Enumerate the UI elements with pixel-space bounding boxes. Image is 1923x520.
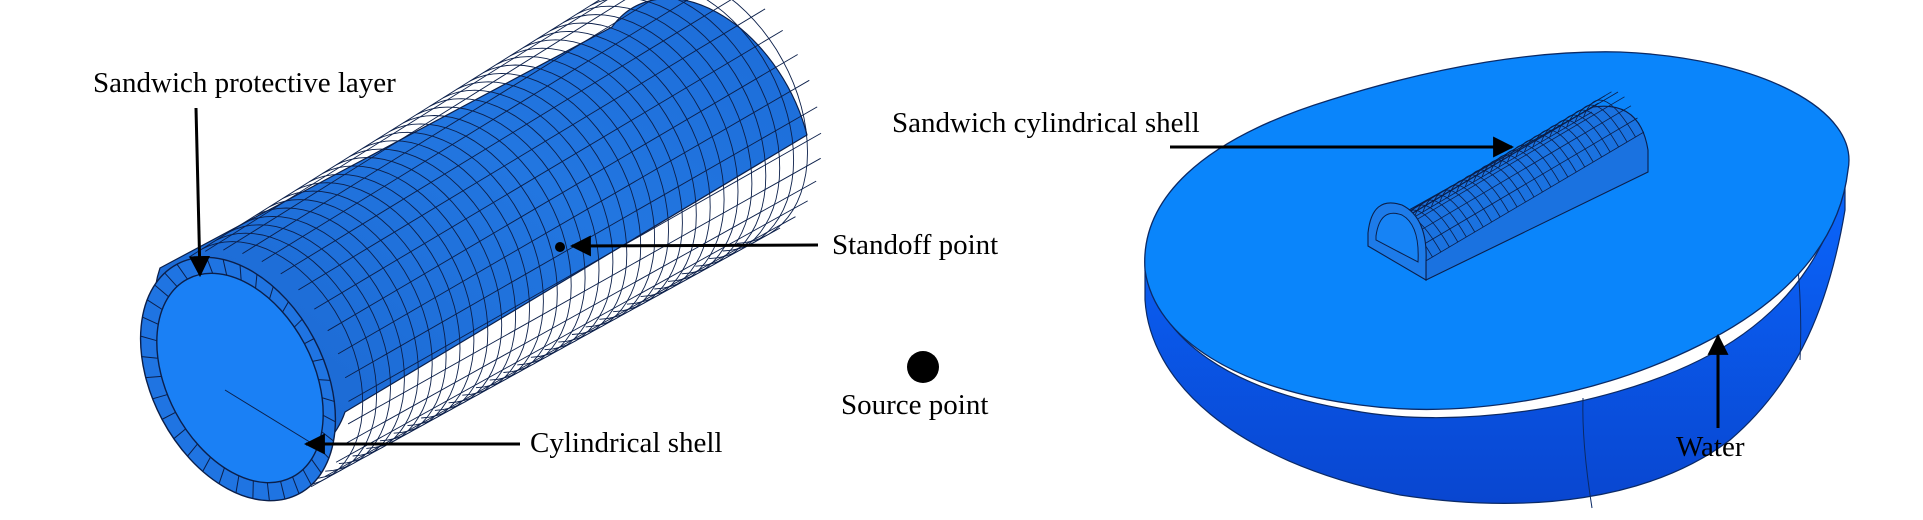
arrow-standoff-point	[569, 235, 819, 257]
standoff-point-marker	[555, 242, 565, 252]
mesh-ring	[215, 232, 378, 480]
sandwich-half-cylinder	[1367, 91, 1649, 281]
cap-mesh-segment	[269, 286, 274, 300]
cap-mesh-segment	[318, 379, 331, 381]
cap-mesh-segment	[152, 394, 168, 400]
mesh-generatrix	[205, 0, 608, 252]
label-sandwich-protective-layer: Sandwich protective layer	[93, 67, 396, 99]
label-standoff-point: Standoff point	[832, 229, 998, 261]
label-cylindrical-shell: Cylindrical shell	[530, 427, 723, 459]
mesh-ring	[322, 165, 489, 419]
cap-mesh-segment	[202, 456, 211, 472]
mesh-ring	[242, 215, 405, 465]
mesh-generatrix	[280, 0, 732, 275]
cap-mesh-segment	[140, 335, 157, 342]
mesh-generatrix	[298, 8, 766, 291]
arrow-sandwich-protective-layer	[189, 107, 211, 278]
mesh-ring	[202, 241, 364, 487]
mesh-ring	[349, 148, 517, 404]
half-mesh-generatrix	[1378, 102, 1599, 234]
cap-mesh-segment	[304, 338, 315, 345]
half-cylinder-end-inner	[1375, 212, 1419, 263]
annotations: Sandwich protective layer Standoff point…	[93, 67, 1745, 463]
mesh-generatrix	[347, 157, 821, 425]
cap-mesh-segment	[311, 458, 322, 474]
mesh-generatrix	[348, 132, 822, 402]
water-domain-model	[1144, 51, 1850, 509]
cap-mesh-segment	[176, 263, 188, 280]
mesh-generatrix	[327, 54, 798, 332]
mesh-ring	[295, 182, 461, 434]
mesh-generatrix	[188, 0, 601, 258]
water-side-seam-1	[1582, 397, 1593, 509]
mesh-generatrix	[343, 180, 817, 445]
cap-mesh-segment	[266, 482, 270, 501]
mesh-ring	[389, 123, 558, 381]
mesh-ring	[255, 207, 419, 457]
cap-mesh-segment	[235, 475, 240, 493]
cap-mesh-segment	[222, 259, 228, 276]
cap-mesh-segment	[321, 431, 334, 442]
half-mesh-generatrix	[1404, 96, 1625, 228]
label-water: Water	[1676, 431, 1745, 463]
half-cylinder-mesh	[1371, 91, 1645, 263]
cap-mesh-segment	[145, 375, 162, 379]
cap-mesh-segment	[282, 301, 289, 313]
cap-mesh-segment	[321, 397, 335, 402]
mesh-generatrix	[242, 0, 653, 254]
mesh-generatrix	[261, 0, 689, 263]
cap-mesh-segment	[164, 272, 178, 287]
mesh-ring	[362, 140, 530, 396]
source-point-marker	[907, 351, 939, 383]
cap-mesh-segment	[322, 414, 336, 423]
cap-mesh-segment	[302, 469, 312, 486]
mesh-generatrix	[324, 216, 796, 477]
cylinder-model	[139, 0, 822, 502]
cap-mesh-segment	[293, 318, 303, 328]
cap-mesh-segment	[187, 443, 198, 457]
cap-mesh-segment	[142, 316, 159, 325]
label-source-point: Source point	[841, 389, 988, 421]
cap-mesh-segment	[146, 299, 163, 310]
cap-mesh-segment	[154, 284, 169, 298]
cap-mesh-segment	[255, 274, 258, 289]
cylinder-mesh	[188, 0, 822, 488]
mesh-ring	[731, 0, 808, 244]
mesh-ring	[269, 199, 433, 449]
cap-mesh-segment	[312, 358, 324, 362]
cap-radius-line	[224, 389, 314, 445]
half-mesh-generatrix	[1410, 105, 1632, 237]
mesh-ring	[282, 190, 447, 442]
mesh-generatrix	[314, 29, 783, 310]
mesh-ring	[706, 0, 795, 252]
mesh-ring	[228, 224, 391, 472]
mesh-ring	[336, 157, 503, 411]
mesh-generatrix	[337, 79, 810, 355]
half-mesh-generatrix	[1423, 131, 1645, 263]
cap-mesh-segment	[292, 476, 300, 494]
mesh-ring	[376, 131, 544, 389]
half-mesh-generatrix	[1417, 117, 1638, 249]
label-sandwich-cylindrical-shell: Sandwich cylindrical shell	[892, 107, 1200, 139]
mesh-ring	[677, 0, 781, 260]
cap-mesh-segment	[280, 481, 286, 500]
cap-mesh-segment	[218, 467, 225, 484]
water-side-wall	[1144, 159, 1846, 504]
mesh-ring	[309, 173, 475, 427]
cap-mesh-segment	[141, 356, 158, 359]
cylinder-end-cap-inner	[156, 272, 324, 484]
mesh-generatrix	[223, 0, 626, 251]
cap-mesh-segment	[161, 411, 176, 420]
cap-mesh-segment	[239, 265, 242, 281]
cap-mesh-segment	[173, 428, 186, 440]
